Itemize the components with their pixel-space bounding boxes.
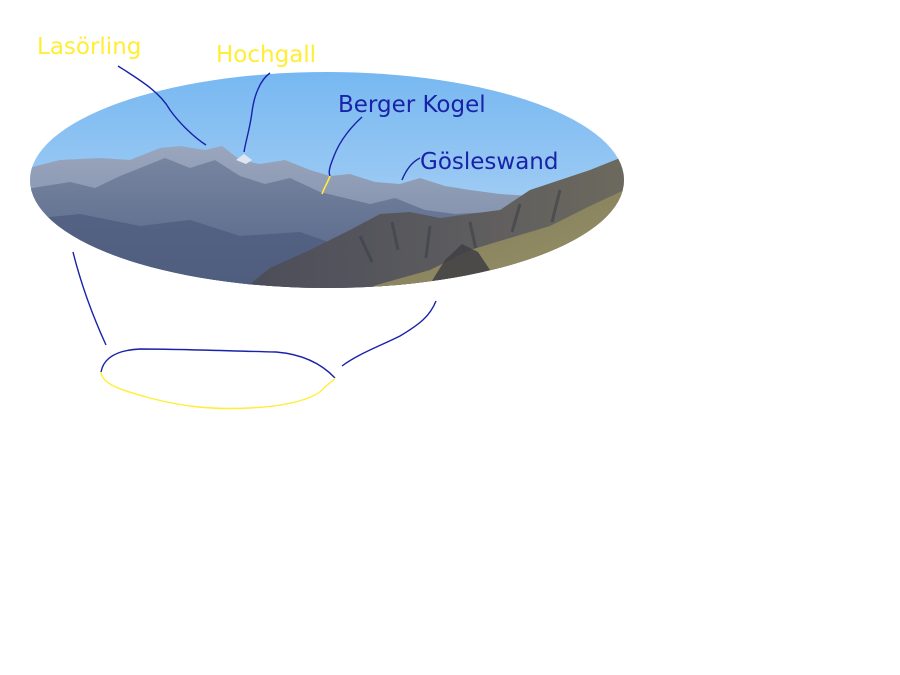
- snow-patch: [236, 154, 252, 164]
- sketch-oval-bottom: [100, 371, 336, 410]
- sketch-line-left: [72, 251, 107, 346]
- sketch-line-right: [341, 300, 437, 367]
- pointer-line-goesleswand: [401, 157, 421, 181]
- label-hochgall: Hochgall: [216, 42, 317, 68]
- sketch-oval-top: [100, 348, 336, 379]
- pointer-line-berger-kogel-tip: [321, 175, 331, 195]
- label-lasoerling: Lasörling: [37, 34, 142, 60]
- pointer-line-lasoerling: [117, 65, 207, 146]
- panorama-photo: [30, 72, 624, 288]
- label-berger-kogel: Berger Kogel: [338, 92, 486, 118]
- label-goesleswand: Gösleswand: [420, 149, 559, 175]
- rock-streaks: [358, 189, 562, 263]
- pointer-line-hochgall: [243, 72, 271, 153]
- pointer-line-berger-kogel: [328, 116, 363, 177]
